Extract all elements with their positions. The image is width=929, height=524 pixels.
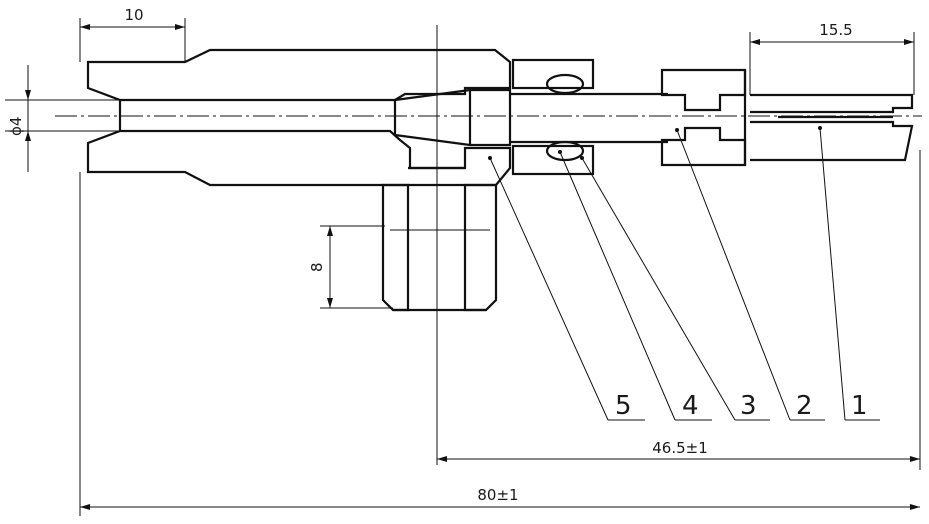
main-body (86, 48, 512, 312)
dim-nozzle-length: 8 (308, 225, 393, 309)
part-leaders (488, 126, 880, 421)
dim-nozzle-length-label: 8 (308, 262, 326, 272)
dim-tip-diameter-label: ϕ4 (7, 117, 25, 136)
dim-center-to-end: 46.5±1 (437, 150, 921, 470)
dim-overall-length: 80±1 (79, 172, 920, 516)
shaft (510, 92, 668, 144)
fork-tip (750, 93, 914, 162)
part-label-4: 4 (682, 391, 699, 421)
dim-right-length-label: 15.5 (819, 21, 852, 39)
part-label-5: 5 (615, 391, 632, 421)
part-label-3: 3 (740, 391, 757, 421)
clamp (660, 68, 747, 167)
dim-tip-length-label: 10 (124, 6, 143, 24)
dim-overall-length-label: 80±1 (477, 486, 518, 504)
dim-right-length: 15.5 (749, 21, 915, 95)
part-label-2: 2 (796, 391, 813, 421)
dim-tip-length: 10 (79, 6, 186, 62)
dim-center-to-end-label: 46.5±1 (652, 439, 708, 457)
part-label-1: 1 (851, 391, 868, 421)
dim-tip-diameter: ϕ4 (5, 65, 120, 172)
